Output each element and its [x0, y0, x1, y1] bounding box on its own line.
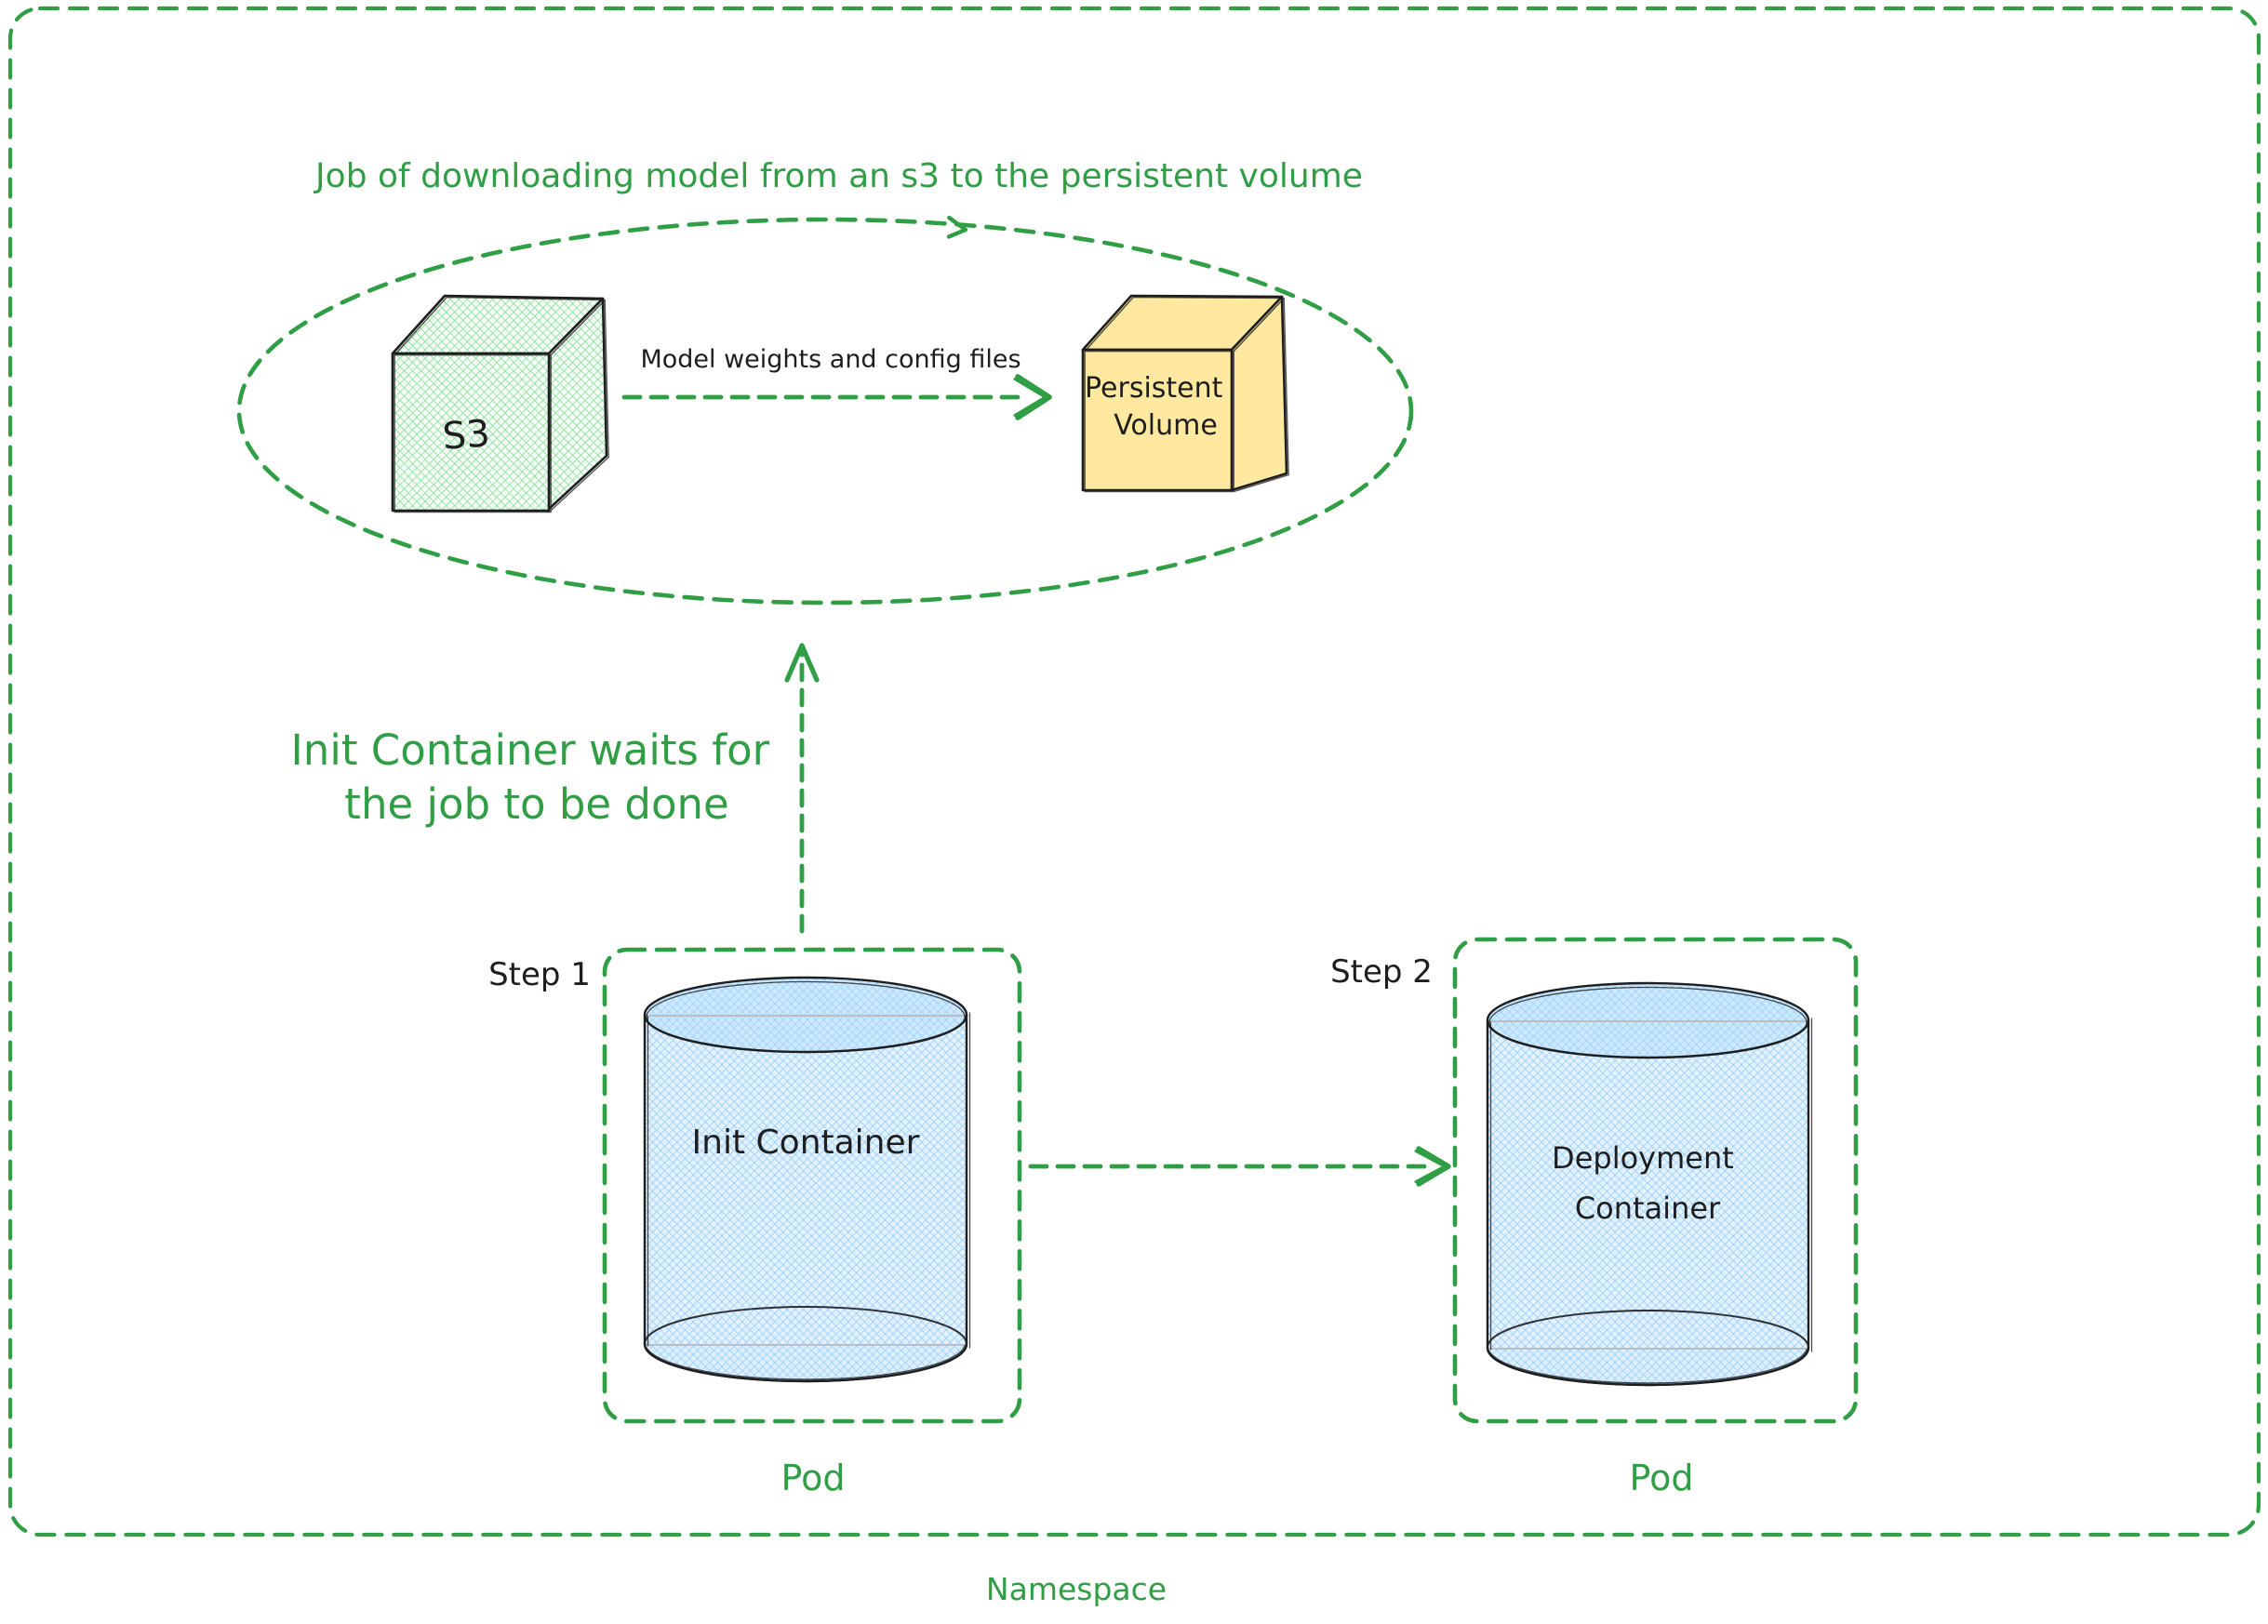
step2-box	[1452, 937, 1859, 1424]
step1-box	[602, 947, 1022, 1424]
job-ellipse-arrowhead	[946, 215, 968, 239]
deployment-cylinder	[1486, 981, 1813, 1387]
pod2-label: Pod	[1630, 1458, 1694, 1498]
transfer-arrow-label: Model weights and config files	[640, 345, 1021, 374]
s3-label: S3	[441, 412, 491, 458]
pod1-label: Pod	[781, 1458, 846, 1498]
handoff-arrow	[1028, 1146, 1451, 1187]
s3-cube	[391, 294, 609, 513]
wait-note: Init Container waits for the job to be d…	[291, 725, 783, 829]
job-title: Job of downloading model from an s3 to t…	[314, 157, 1363, 195]
persistent-volume-label: Persistent Volume	[1085, 372, 1232, 442]
transfer-arrow	[621, 374, 1052, 420]
step1-label: Step 1	[488, 956, 591, 993]
deployment-container-label: Deployment Container	[1552, 1140, 1743, 1226]
init-container-cylinder	[643, 976, 971, 1383]
wait-arrow	[784, 643, 820, 934]
job-ellipse	[236, 215, 1414, 606]
step2-label: Step 2	[1330, 953, 1433, 991]
persistent-volume-cube	[1081, 294, 1289, 493]
namespace-label: Namespace	[986, 1571, 1167, 1607]
init-container-label: Init Container	[692, 1124, 920, 1162]
